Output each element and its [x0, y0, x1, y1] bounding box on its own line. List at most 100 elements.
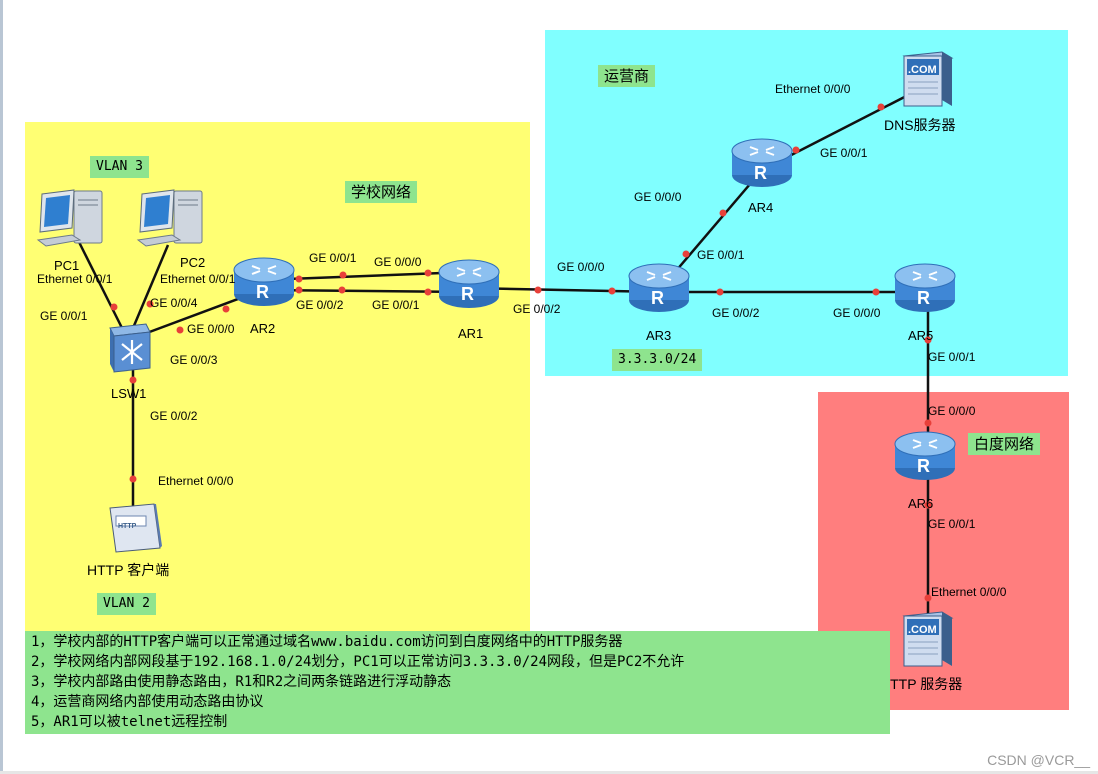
port-dot — [792, 146, 800, 154]
pc-icon — [136, 189, 203, 247]
port-dot — [924, 336, 932, 344]
ar3-ge000-label: GE 0/0/0 — [557, 260, 605, 274]
school-zone-title: 学校网络 — [345, 181, 418, 203]
port-dot — [129, 475, 137, 483]
router-letter: R — [461, 284, 474, 304]
ar6-ge000-label: GE 0/0/0 — [928, 404, 976, 418]
port-dot — [295, 286, 303, 294]
baidu-zone-title: 白度网络 — [968, 433, 1041, 455]
router-icon — [894, 263, 956, 312]
school-zone — [25, 122, 530, 634]
port-dot — [295, 275, 303, 283]
http-server-label: HTTP 服务器 — [880, 676, 963, 692]
port-dot — [608, 287, 616, 295]
port-dot — [146, 300, 154, 308]
server-icon — [902, 611, 954, 667]
port-dot — [924, 594, 932, 602]
port-dot — [719, 209, 727, 217]
port-dot — [129, 376, 137, 384]
http-client-badge: HTTP — [118, 523, 137, 530]
ar6-ge001-label: GE 0/0/1 — [928, 517, 976, 531]
ar1-label: AR1 — [458, 326, 484, 341]
ar1-ge001-label: GE 0/0/1 — [372, 298, 420, 312]
lsw1-device[interactable] — [104, 320, 154, 380]
port-dot — [424, 269, 432, 277]
port-dot — [872, 288, 880, 296]
watermark: CSDN @VCR__ — [987, 752, 1090, 768]
port-dot — [222, 305, 230, 313]
isp-zone — [545, 30, 1068, 376]
ar4-ge000-label: GE 0/0/0 — [634, 190, 682, 204]
dns-port-label: Ethernet 0/0/0 — [775, 82, 851, 96]
requirements-box: 1，学校内部的HTTP客户端可以正常通过域名www.baidu.com访问到白度… — [25, 631, 890, 734]
lsw1-ge002-label: GE 0/0/2 — [150, 409, 198, 423]
lsw1-ge000-label: GE 0/0/0 — [187, 322, 235, 336]
port-dot — [716, 288, 724, 296]
dns-server-device[interactable]: .COM — [898, 50, 956, 114]
port-dot — [924, 419, 932, 427]
link-ar1-ar3 — [467, 286, 659, 294]
ar1-router[interactable]: R — [437, 256, 501, 314]
port-dot — [338, 286, 346, 294]
ar1-ge000-label: GE 0/0/0 — [374, 255, 422, 269]
http-server-port-label: Ethernet 0/0/0 — [931, 585, 1007, 599]
dns-server-label: DNS服务器 — [884, 117, 956, 133]
ar3-ge001-label: GE 0/0/1 — [697, 248, 745, 262]
isp-subnet-tag: 3.3.3.0/24 — [612, 349, 703, 371]
pc2-label: PC2 — [180, 255, 206, 270]
ar4-ge001-label: GE 0/0/1 — [820, 146, 868, 160]
router-letter: R — [917, 288, 930, 308]
router-icon — [894, 431, 956, 480]
vlan2-tag: VLAN 2 — [97, 593, 156, 615]
requirement-line: 2，学校网络内部网段基于192.168.1.0/24划分，PC1可以正常访问3.… — [31, 654, 685, 670]
lsw1-label: LSW1 — [111, 386, 147, 401]
pc1-port-label: Ethernet 0/0/1 — [37, 272, 113, 286]
http-client-device[interactable]: HTTP — [104, 502, 164, 560]
http-server-device[interactable]: .COM — [898, 610, 956, 674]
ar5-router[interactable]: R — [893, 260, 957, 318]
ar3-label: AR3 — [646, 328, 672, 343]
ar4-router[interactable]: R — [730, 135, 794, 193]
router-icon — [233, 257, 295, 306]
ar2-ge001-label: GE 0/0/1 — [309, 251, 357, 265]
ar6-label: AR6 — [908, 496, 934, 511]
lsw1-ge003-label: GE 0/0/3 — [170, 353, 218, 367]
router-letter: R — [256, 282, 269, 302]
isp-zone-title: 运营商 — [598, 65, 656, 87]
port-dot — [877, 103, 885, 111]
http-client-icon — [109, 503, 162, 553]
lsw1-ge001-label: GE 0/0/1 — [40, 309, 88, 323]
ar5-ge001-label: GE 0/0/1 — [928, 350, 976, 364]
server-icon — [902, 51, 954, 107]
requirement-line: 4，运营商网络内部使用动态路由协议 — [31, 694, 264, 710]
http-client-label: HTTP 客户端 — [87, 562, 170, 578]
ar5-ge000-label: GE 0/0/0 — [833, 306, 881, 320]
link-pc1-lsw1 — [76, 239, 130, 341]
vlan3-tag: VLAN 3 — [90, 156, 149, 178]
pc1-device[interactable] — [36, 188, 108, 254]
port-dot — [339, 271, 347, 279]
port-dot — [924, 501, 932, 509]
pc1-label: PC1 — [54, 258, 80, 273]
requirement-line: 3，学校内部路由使用静态路由，R1和R2之间两条链路进行浮动静态 — [31, 674, 452, 690]
router-letter: R — [754, 163, 767, 183]
router-icon — [628, 263, 690, 312]
window-left-edge — [0, 0, 3, 774]
router-icon — [731, 138, 793, 187]
ar3-router[interactable]: R — [627, 260, 691, 318]
router-letter: R — [917, 456, 930, 476]
pc2-device[interactable] — [136, 188, 208, 254]
pc2-port-label: Ethernet 0/0/1 — [160, 272, 236, 286]
port-dot — [176, 326, 184, 334]
ar2-router[interactable]: R — [232, 254, 296, 312]
dns-server-badge: .COM — [908, 64, 937, 76]
ar2-label: AR2 — [250, 321, 276, 336]
lsw1-ge004-label: GE 0/0/4 — [150, 296, 198, 310]
requirement-line: 1，学校内部的HTTP客户端可以正常通过域名www.baidu.com访问到白度… — [31, 634, 623, 650]
port-dot — [424, 288, 432, 296]
ar4-label: AR4 — [748, 200, 774, 215]
ar6-router[interactable]: R — [893, 428, 957, 486]
client-port-label: Ethernet 0/0/0 — [158, 474, 234, 488]
link-pc2-lsw1 — [126, 244, 170, 341]
